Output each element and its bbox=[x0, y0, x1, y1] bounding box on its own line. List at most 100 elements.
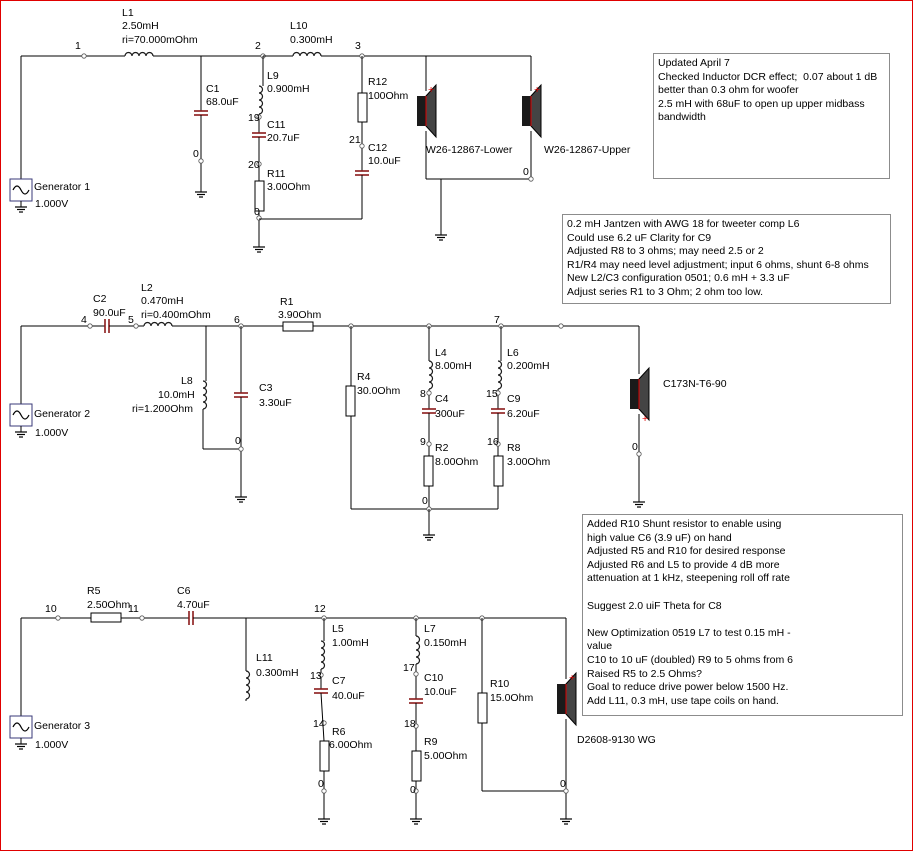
note-optimization[interactable]: Added R10 Shunt resistor to enable using… bbox=[582, 514, 903, 716]
capacitor-C11[interactable]: C11 20.7uF bbox=[252, 119, 300, 181]
capacitor-C12[interactable]: C12 10.0uF bbox=[355, 142, 401, 219]
L8-value: 10.0mH bbox=[158, 389, 195, 401]
generator-2[interactable]: Generator 2 1.000V bbox=[9, 326, 90, 439]
inductor-L10[interactable]: L10 0.300mH bbox=[263, 20, 531, 57]
note-line: high value C6 (3.9 uF) on hand bbox=[587, 531, 732, 544]
resistor-R1[interactable]: R1 3.90Ohm bbox=[278, 296, 639, 332]
node-0-r6: 0 bbox=[318, 778, 324, 790]
R2-value: 8.00Ohm bbox=[435, 456, 478, 468]
note-line bbox=[587, 613, 898, 627]
C2-value: 90.0uF bbox=[93, 307, 126, 319]
inductor-L6[interactable]: L6 0.200mH bbox=[497, 326, 550, 409]
node-14: 14 bbox=[313, 718, 325, 730]
note-line: Adjusted R5 and R10 for desired response bbox=[587, 545, 786, 558]
R10-value: 15.0Ohm bbox=[490, 692, 533, 704]
node-17: 17 bbox=[403, 662, 415, 674]
note-line: New Optimization 0519 L7 to test 0.15 mH… bbox=[587, 626, 791, 639]
R4-value: 30.0Ohm bbox=[357, 385, 400, 397]
generator-1[interactable]: Generator 1 1.000V bbox=[9, 56, 90, 213]
node-0-spk2: 0 bbox=[632, 441, 638, 453]
C9-name: C9 bbox=[507, 393, 521, 405]
C7-name: C7 bbox=[332, 675, 346, 687]
C4-value: 300uF bbox=[435, 408, 465, 420]
R12-value: 100Ohm bbox=[368, 90, 409, 102]
inductor-L1[interactable]: L1 2.50mH ri=70.000mOhm bbox=[122, 7, 263, 57]
note-line: value bbox=[587, 640, 613, 653]
R8-name: R8 bbox=[507, 442, 521, 454]
generator-1-name: Generator 1 bbox=[34, 181, 90, 193]
inductor-L8[interactable]: L8 10.0mH ri=1.200Ohm bbox=[132, 326, 241, 450]
C11-name: C11 bbox=[267, 119, 286, 131]
C12-value: 10.0uF bbox=[368, 155, 401, 167]
L1-ri: ri=70.000mOhm bbox=[122, 34, 198, 46]
speaker-tweeter-label: C173N-T6-90 bbox=[663, 378, 727, 390]
capacitor-C7[interactable]: C7 40.0uF bbox=[314, 675, 365, 742]
resistor-R2[interactable]: R2 8.00Ohm bbox=[423, 442, 478, 509]
C10-name: C10 bbox=[424, 672, 443, 684]
capacitor-C10[interactable]: C10 10.0uF bbox=[409, 672, 457, 751]
generator-3-value: 1.000V bbox=[35, 739, 68, 751]
resistor-R12[interactable]: R12 100Ohm bbox=[357, 56, 409, 171]
capacitor-C3[interactable]: C3 3.30uF bbox=[234, 326, 292, 491]
capacitor-C2[interactable]: C2 90.0uF bbox=[93, 293, 144, 333]
node-12: 12 bbox=[314, 603, 326, 615]
capacitor-C4[interactable]: C4 300uF bbox=[422, 393, 465, 456]
C4-name: C4 bbox=[435, 393, 449, 405]
capacitor-C1[interactable]: C1 68.0uF bbox=[194, 56, 239, 186]
resistor-R11[interactable]: R11 3.00Ohm bbox=[254, 168, 310, 229]
node-0-c1: 0 bbox=[193, 148, 199, 160]
note-line: R1/R4 may need level adjustment; input 6… bbox=[567, 258, 869, 271]
svg-text:+: + bbox=[428, 84, 434, 96]
node-21: 21 bbox=[349, 134, 361, 146]
L4-value: 8.00mH bbox=[435, 360, 472, 372]
speaker-tweeter[interactable]: + C173N-T6-90 bbox=[630, 326, 727, 496]
note-line: Checked Inductor DCR effect; 0.07 about … bbox=[658, 70, 878, 83]
resistor-R5[interactable]: R5 2.50Ohm bbox=[87, 585, 189, 623]
resistor-R8[interactable]: R8 3.00Ohm bbox=[493, 442, 550, 509]
C10-value: 10.0uF bbox=[424, 686, 457, 698]
L11-name: L11 bbox=[256, 652, 273, 664]
node-19: 19 bbox=[248, 112, 260, 124]
resistor-R10[interactable]: R10 15.0Ohm bbox=[477, 618, 566, 792]
inductor-L2[interactable]: L2 0.470mH ri=0.400mOhm bbox=[141, 282, 283, 327]
resistor-R6[interactable]: R6 6.00Ohm bbox=[319, 726, 372, 813]
speaker-lower[interactable]: + W26-12867-Lower bbox=[417, 56, 513, 179]
node-6: 6 bbox=[234, 314, 240, 326]
note-line: better than 0.3 ohm for woofer bbox=[658, 84, 799, 97]
inductor-L11[interactable]: L11 0.300mH bbox=[245, 618, 299, 701]
note-tweeter[interactable]: 0.2 mH Jantzen with AWG 18 for tweeter c… bbox=[562, 214, 891, 304]
node-10: 10 bbox=[45, 603, 57, 615]
C3-value: 3.30uF bbox=[259, 397, 292, 409]
R6-name: R6 bbox=[332, 726, 346, 738]
resistor-R9[interactable]: R9 5.00Ohm bbox=[411, 736, 467, 813]
node-5: 5 bbox=[128, 314, 134, 326]
note-line: New L2/C3 configuration 0501; 0.6 mH + 3… bbox=[567, 272, 790, 285]
generator-3[interactable]: Generator 3 1.000V bbox=[9, 618, 90, 751]
generator-2-name: Generator 2 bbox=[34, 408, 90, 420]
capacitor-C9[interactable]: C9 6.20uF bbox=[491, 393, 540, 456]
note-line: attenuation at 1 kHz, steepening roll of… bbox=[587, 572, 790, 585]
generator-1-value: 1.000V bbox=[35, 198, 68, 210]
L6-name: L6 bbox=[507, 347, 519, 359]
node-9: 9 bbox=[420, 436, 426, 448]
L7-name: L7 bbox=[424, 623, 436, 635]
speaker-upper[interactable]: + W26-12867-Upper bbox=[522, 56, 631, 179]
inductor-L5[interactable]: L5 1.00mH bbox=[320, 618, 369, 689]
capacitor-C6[interactable]: C6 4.70uF bbox=[177, 585, 566, 625]
inductor-L7[interactable]: L7 0.150mH bbox=[415, 618, 467, 699]
R11-name: R11 bbox=[267, 168, 286, 180]
resistor-R4[interactable]: R4 30.0Ohm bbox=[345, 326, 400, 509]
L2-ri: ri=0.400mOhm bbox=[141, 309, 211, 321]
speaker-midrange[interactable]: + D2608-9130 WG bbox=[557, 618, 656, 813]
node-0-spk1: 0 bbox=[523, 166, 529, 178]
C7-value: 40.0uF bbox=[332, 690, 365, 702]
note-line: 0.2 mH Jantzen with AWG 18 for tweeter c… bbox=[567, 218, 800, 230]
L8-ri: ri=1.200Ohm bbox=[132, 403, 193, 415]
node-20: 20 bbox=[248, 159, 260, 171]
circuit-1: Generator 1 1.000V L1 2.50mH ri=70.000mO… bbox=[9, 7, 631, 253]
node-8: 8 bbox=[420, 388, 426, 400]
C1-name: C1 bbox=[206, 83, 220, 95]
note-line: bandwidth bbox=[658, 111, 706, 124]
